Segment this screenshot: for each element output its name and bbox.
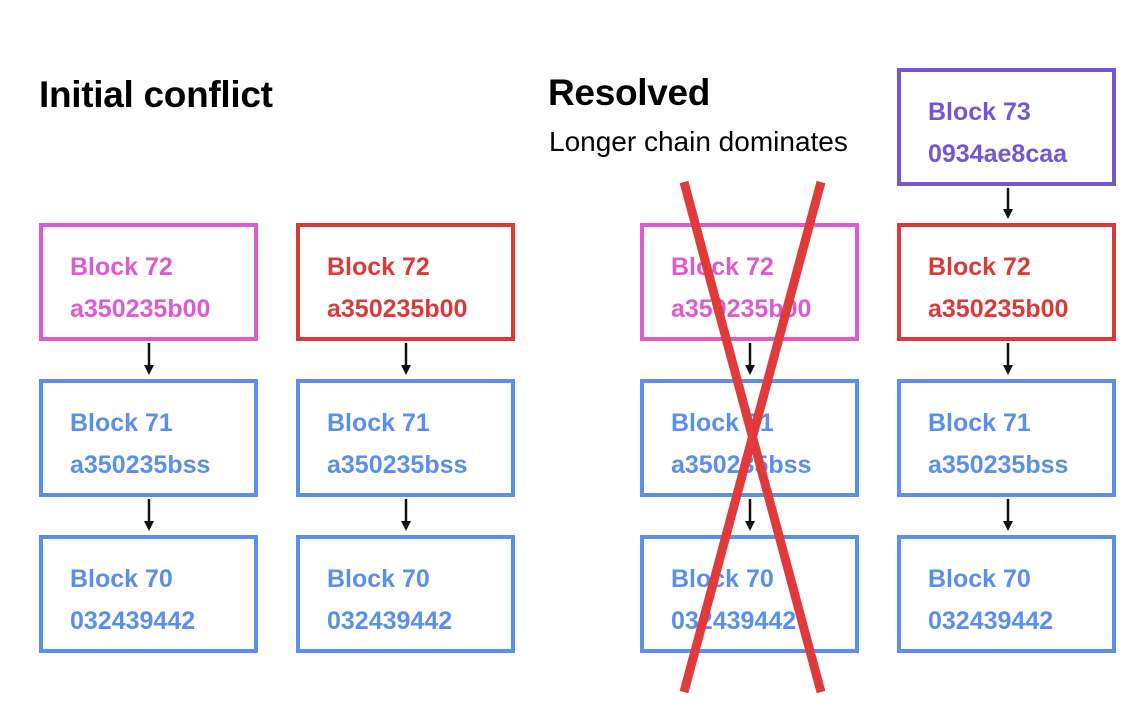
block-72-resolved-discarded: Block 72 a350235b00 bbox=[640, 223, 859, 341]
resolved-subheading: Longer chain dominates bbox=[549, 126, 848, 157]
block-72-resolved-kept: Block 72 a350235b00 bbox=[897, 223, 1116, 341]
arrows bbox=[144, 188, 1013, 531]
block-name: Block 71 bbox=[928, 409, 1031, 437]
block-name: Block 71 bbox=[327, 409, 430, 437]
block-70-initial-b: Block 70 032439442 bbox=[296, 535, 515, 653]
block-72-initial-b: Block 72 a350235b00 bbox=[296, 223, 515, 341]
block-71-resolved-kept: Block 71 a350235bss bbox=[897, 379, 1116, 497]
block-name: Block 70 bbox=[928, 565, 1031, 593]
block-name: Block 73 bbox=[928, 98, 1031, 126]
block-name: Block 72 bbox=[327, 253, 430, 281]
block-73-resolved-kept: Block 73 0934ae8caa bbox=[897, 68, 1116, 186]
block-70-resolved-discarded: Block 70 032439442 bbox=[640, 535, 859, 653]
block-hash: 032439442 bbox=[70, 607, 196, 635]
block-hash: 0934ae8caa bbox=[928, 140, 1068, 168]
block-name: Block 70 bbox=[327, 565, 430, 593]
block-71-initial-b: Block 71 a350235bss bbox=[296, 379, 515, 497]
block-hash: 032439442 bbox=[327, 607, 453, 635]
block-70-resolved-kept: Block 70 032439442 bbox=[897, 535, 1116, 653]
block-70-initial-a: Block 70 032439442 bbox=[39, 535, 258, 653]
block-name: Block 72 bbox=[671, 253, 774, 281]
block-hash: 032439442 bbox=[671, 607, 797, 635]
x-cross-out-icon bbox=[679, 180, 826, 694]
block-hash: a350235bss bbox=[70, 451, 211, 479]
block-name: Block 72 bbox=[70, 253, 173, 281]
block-hash: a350235bss bbox=[327, 451, 468, 479]
block-name: Block 70 bbox=[70, 565, 173, 593]
block-hash: a350235b00 bbox=[928, 295, 1069, 323]
resolved-heading: Resolved bbox=[548, 72, 711, 113]
initial-conflict-heading: Initial conflict bbox=[39, 74, 273, 115]
block-hash: a350235bss bbox=[928, 451, 1069, 479]
block-name: Block 71 bbox=[70, 409, 173, 437]
block-71-initial-a: Block 71 a350235bss bbox=[39, 379, 258, 497]
block-hash: a350235b00 bbox=[327, 295, 468, 323]
block-72-initial-a: Block 72 a350235b00 bbox=[39, 223, 258, 341]
block-name: Block 70 bbox=[671, 565, 774, 593]
block-hash: 032439442 bbox=[928, 607, 1054, 635]
block-name: Block 72 bbox=[928, 253, 1031, 281]
block-hash: a350235b00 bbox=[70, 295, 211, 323]
